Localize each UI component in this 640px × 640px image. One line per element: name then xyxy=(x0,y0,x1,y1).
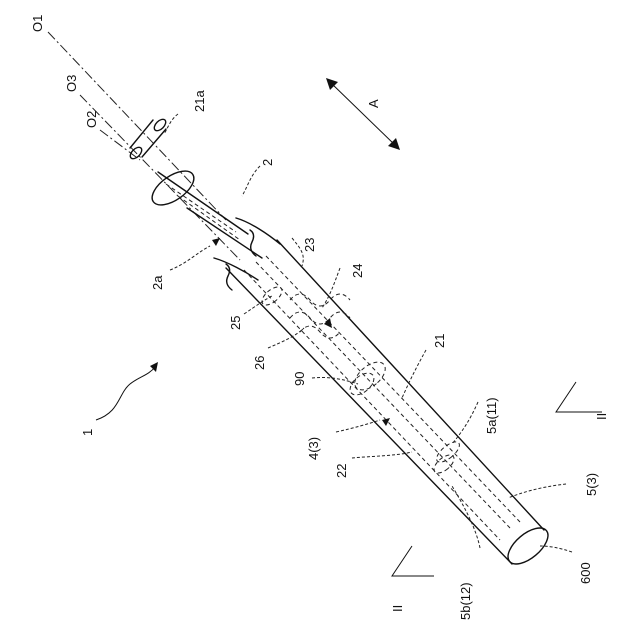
label-23: 23 xyxy=(302,238,317,252)
leader-1 xyxy=(96,362,158,420)
label-21a: 21a xyxy=(192,90,207,112)
label-ii-top: II xyxy=(594,413,609,420)
label-2a: 2a xyxy=(150,275,165,290)
direction-arrow-a xyxy=(326,78,400,150)
internal-components xyxy=(212,238,463,476)
label-ii-bottom: II xyxy=(390,605,405,612)
label-21: 21 xyxy=(432,334,447,348)
label-90: 90 xyxy=(292,372,307,386)
label-22: 22 xyxy=(334,464,349,478)
section-indicator-bottom xyxy=(392,546,434,576)
label-a: A xyxy=(366,99,381,108)
axis-o2-line xyxy=(100,130,140,160)
label-5-3: 5(3) xyxy=(584,473,599,496)
label-4-3: 4(3) xyxy=(306,437,321,460)
label-2: 2 xyxy=(260,159,275,166)
outer-tube-upper xyxy=(146,164,262,258)
label-26: 26 xyxy=(252,356,267,370)
axis-lines xyxy=(48,32,240,260)
label-5b-12: 5b(12) xyxy=(458,582,473,620)
label-o2: O2 xyxy=(84,111,99,128)
labels: O1 O3 O2 21a A 2 2a 23 24 25 26 90 21 1 … xyxy=(30,15,609,620)
label-600: 600 xyxy=(578,562,593,584)
label-24: 24 xyxy=(350,264,365,278)
leader-lines xyxy=(164,114,572,552)
axis-o1-line xyxy=(48,32,226,220)
label-5a-11: 5a(11) xyxy=(484,397,499,434)
section-indicator-top xyxy=(556,382,602,412)
label-o3: O3 xyxy=(64,75,79,92)
label-1: 1 xyxy=(80,429,95,436)
label-o1: O1 xyxy=(30,15,45,32)
label-25: 25 xyxy=(228,316,243,330)
rod-21a xyxy=(128,117,168,161)
